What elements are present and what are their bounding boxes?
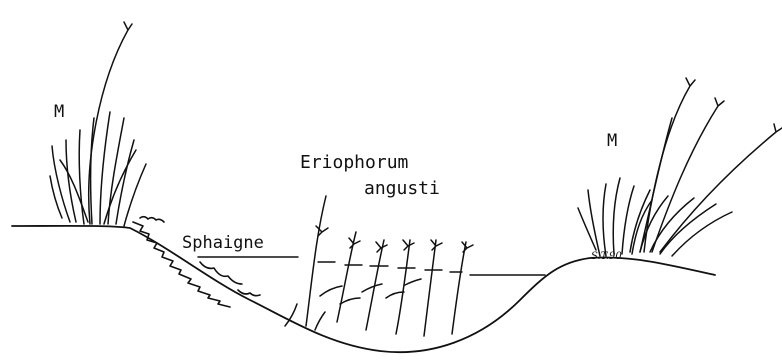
label-eriophorum-line2: angusti bbox=[364, 180, 440, 198]
label-molinia-left: M bbox=[54, 104, 64, 121]
eriophorum-stems bbox=[285, 196, 473, 336]
molinia-tussock-left bbox=[50, 22, 146, 226]
molinia-tussock-right bbox=[578, 78, 782, 256]
label-sphaigne: Sphaigne bbox=[182, 235, 264, 252]
sphagnum-moss bbox=[133, 217, 260, 307]
ground-line bbox=[12, 226, 715, 352]
artist-signature: S.T.90 bbox=[591, 251, 622, 262]
label-eriophorum-line1: Eriophorum bbox=[300, 154, 408, 172]
label-molinia-right: M bbox=[607, 133, 617, 150]
water-line-mid bbox=[318, 262, 462, 272]
